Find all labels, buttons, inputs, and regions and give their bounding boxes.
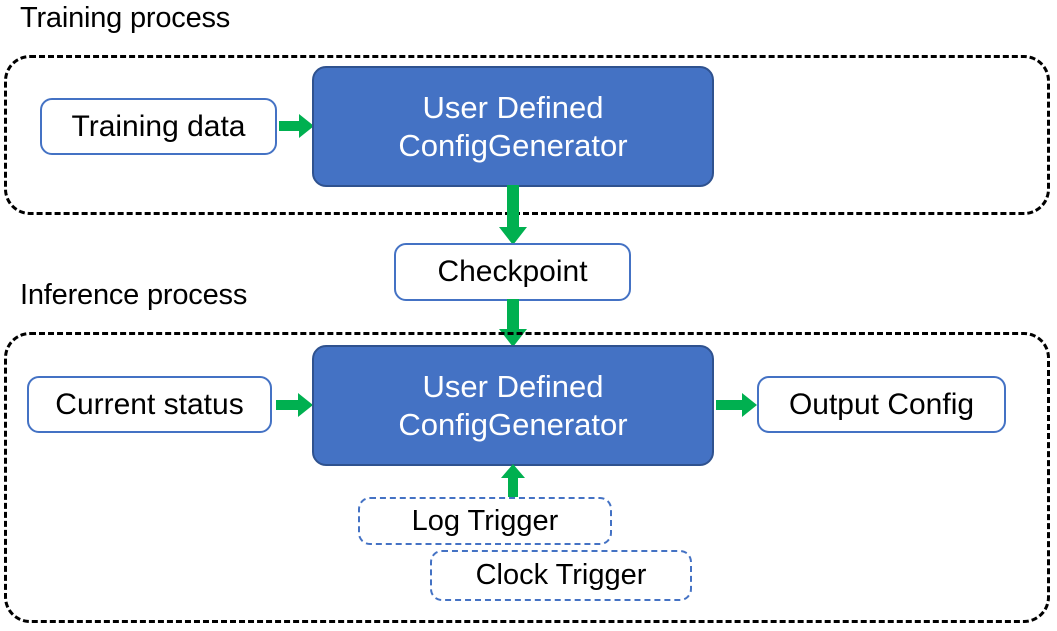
current-status-label: Current status — [55, 387, 244, 421]
log-trigger-box[interactable]: Log Trigger — [358, 497, 612, 545]
training-process-container — [4, 55, 1050, 215]
current-status-box[interactable]: Current status — [27, 376, 272, 433]
training-data-label: Training data — [71, 109, 246, 143]
clock-trigger-box[interactable]: Clock Trigger — [430, 550, 692, 601]
training-config-generator-line2: ConfigGenerator — [398, 127, 628, 163]
clock-trigger-label: Clock Trigger — [475, 559, 647, 592]
log-trigger-label: Log Trigger — [411, 504, 559, 537]
training-config-generator-box[interactable]: User Defined ConfigGenerator — [312, 66, 714, 187]
inference-process-container — [4, 332, 1050, 623]
inference-process-label: Inference process — [20, 279, 248, 311]
checkpoint-box[interactable]: Checkpoint — [394, 243, 631, 301]
training-config-generator-line1: User Defined — [422, 89, 604, 125]
inference-config-generator-line2: ConfigGenerator — [398, 406, 628, 442]
training-process-label: Training process — [20, 2, 231, 34]
inference-config-generator-box[interactable]: User Defined ConfigGenerator — [312, 345, 714, 466]
training-data-box[interactable]: Training data — [40, 98, 277, 155]
inference-config-generator-line1: User Defined — [422, 368, 604, 404]
output-config-box[interactable]: Output Config — [757, 376, 1006, 433]
output-config-label: Output Config — [788, 387, 975, 421]
checkpoint-label: Checkpoint — [437, 255, 588, 289]
